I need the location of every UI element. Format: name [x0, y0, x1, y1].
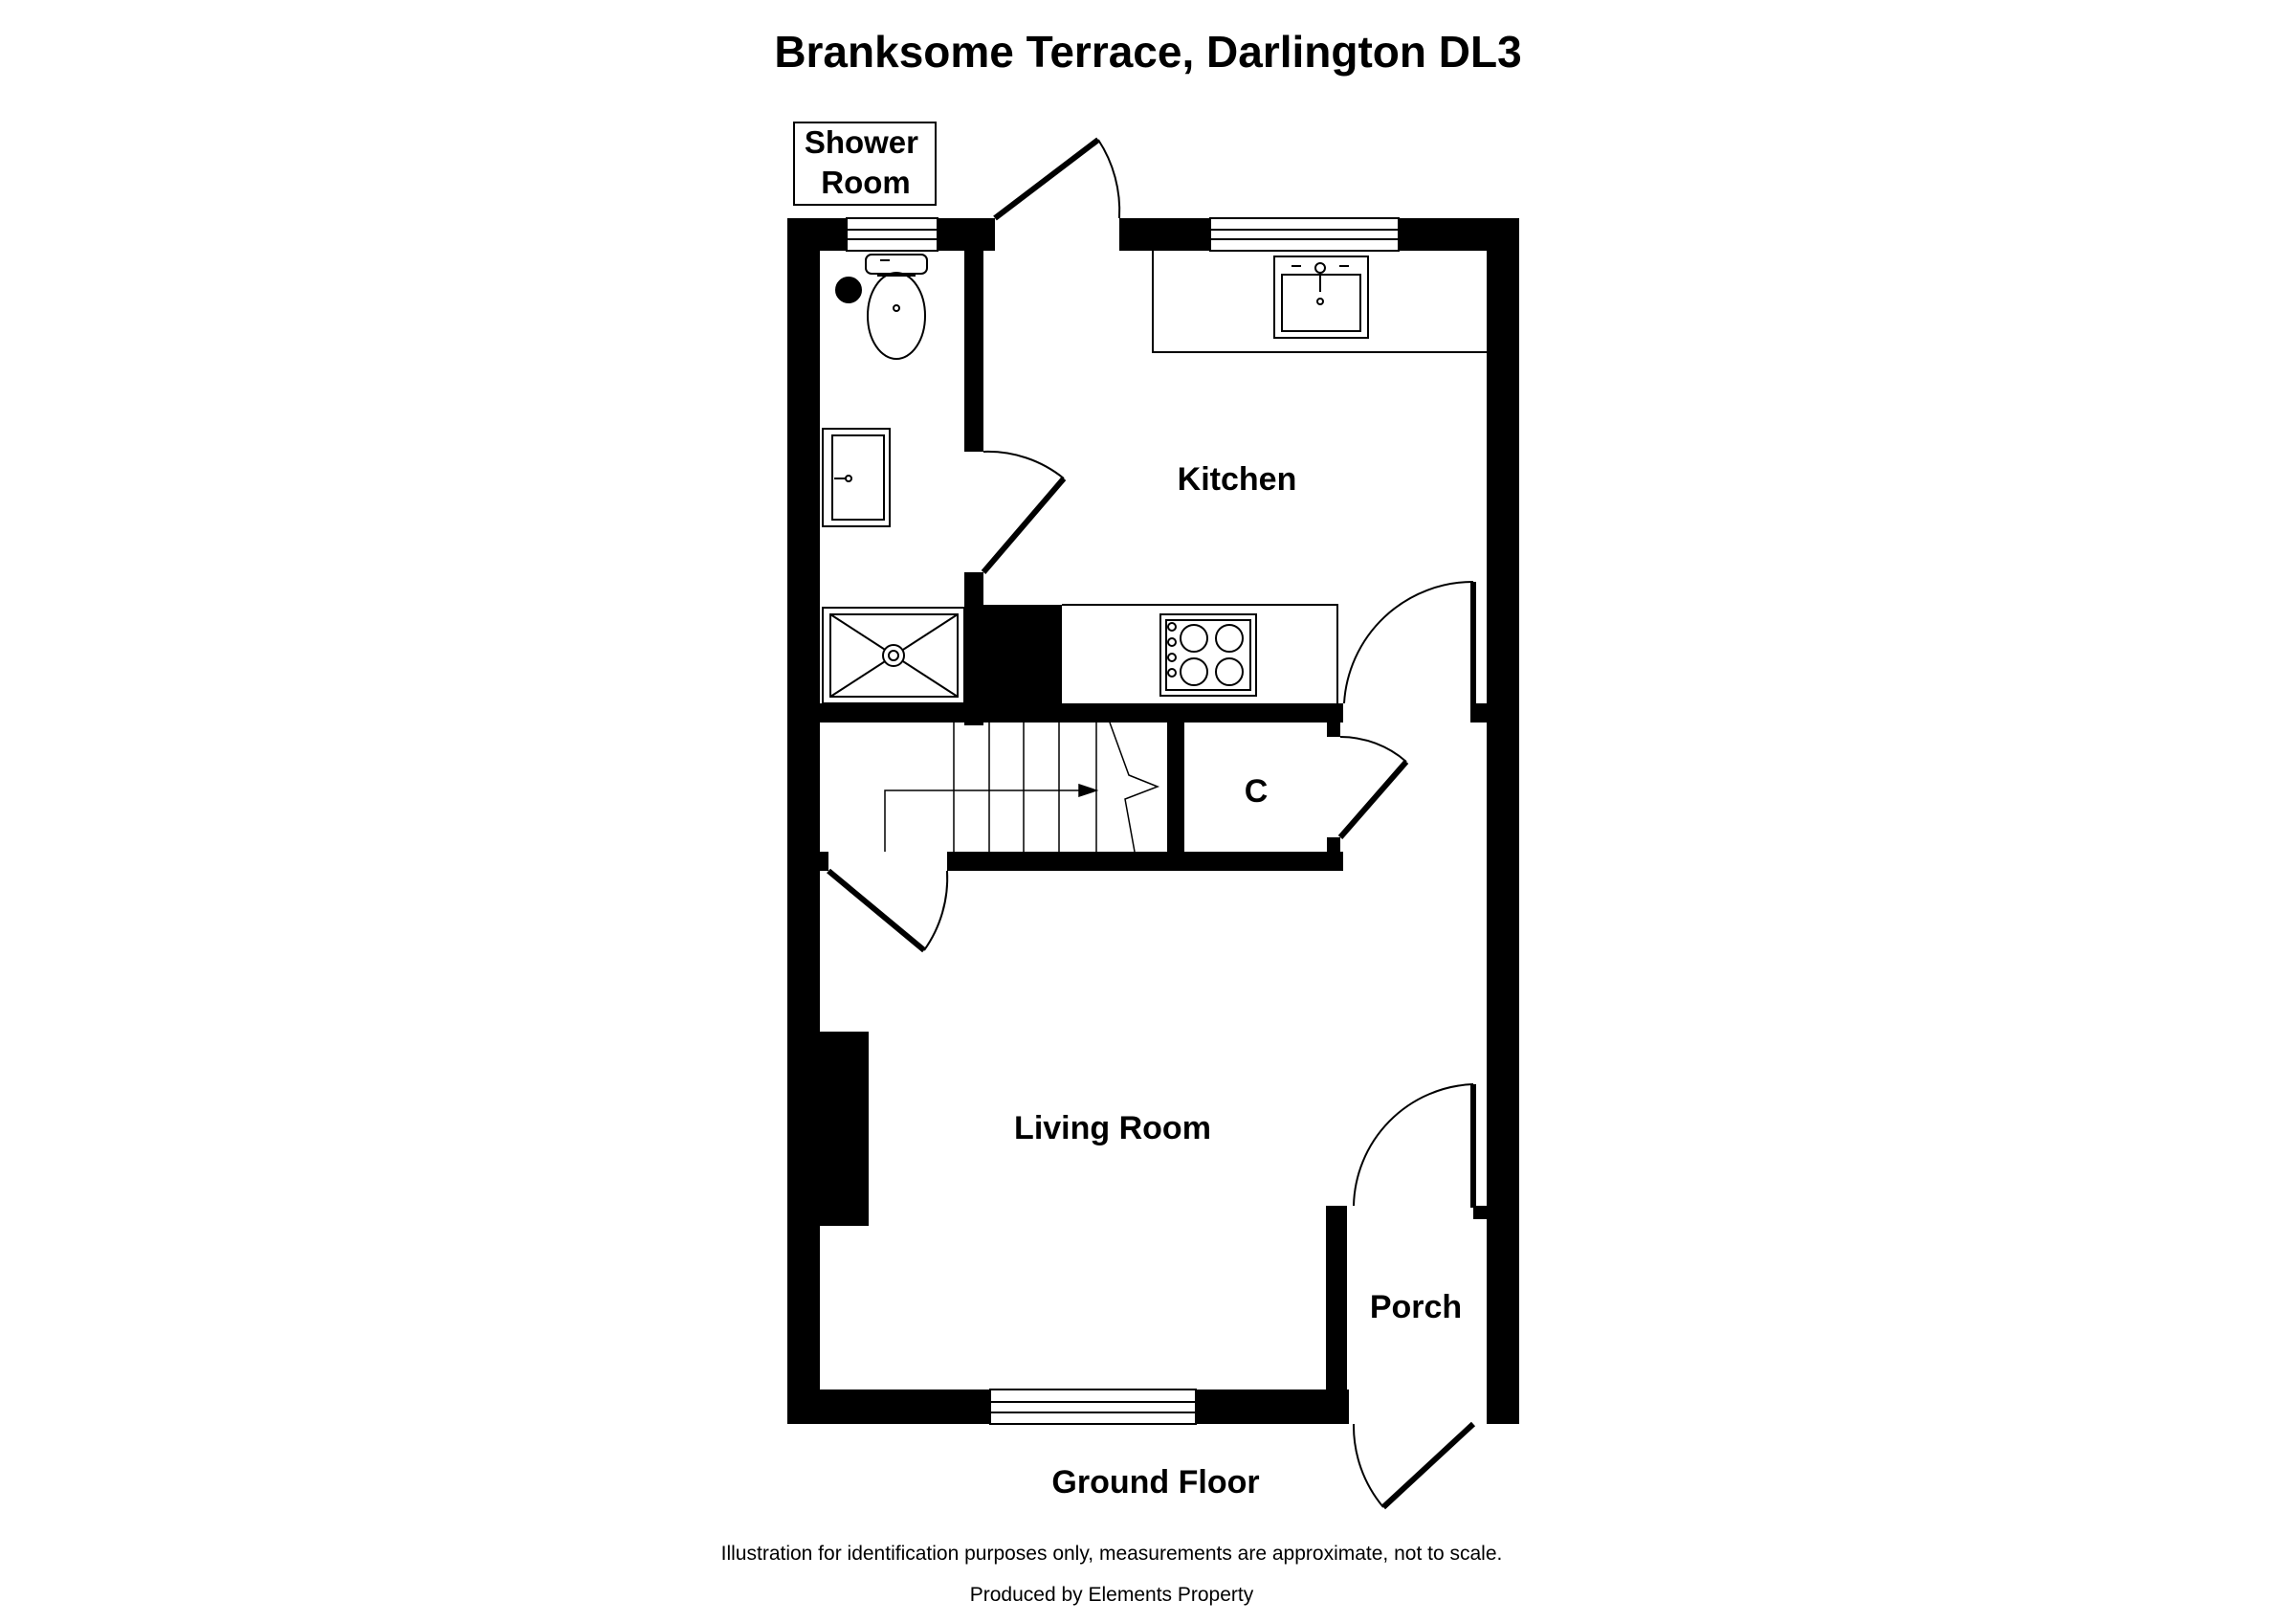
- worktop-lower: [1062, 604, 1338, 703]
- room-label-living: Living Room: [1014, 1110, 1211, 1146]
- top-wall-shower-right: [938, 218, 995, 251]
- worktop-top: [1152, 251, 1487, 353]
- room-label-shower: Shower Room: [805, 124, 927, 200]
- window-shower: [846, 217, 938, 252]
- fixtures: [822, 251, 1487, 853]
- cupboard-door-jamb: [1327, 837, 1340, 871]
- door-living-porch: [1353, 1083, 1476, 1208]
- chimney-breast-kitchen: [983, 605, 1062, 703]
- chimney-breast-living: [820, 1032, 869, 1226]
- window-kitchen: [1209, 217, 1400, 252]
- room-label-porch: Porch: [1370, 1289, 1462, 1325]
- cupboard-left-wall: [1167, 723, 1184, 852]
- hob-icon: [1159, 613, 1257, 697]
- door-kitchen-hall: [1343, 580, 1476, 723]
- porch-left-wall: [1326, 1206, 1347, 1424]
- shower-partition-lower: [964, 572, 983, 725]
- right-wall: [1487, 218, 1519, 1424]
- stairs-bottom-wall-stub: [820, 852, 828, 871]
- kitchen-stairs-wall-end: [1327, 703, 1340, 737]
- door-under-stairs: [827, 868, 949, 953]
- walls: [787, 218, 1519, 1424]
- room-label-kitchen: Kitchen: [1178, 461, 1297, 498]
- door-cupboard: [1337, 736, 1409, 839]
- toilet-icon: [865, 254, 928, 360]
- kitchen-stairs-wall: [820, 703, 1343, 723]
- soil-pipe-icon: [835, 277, 862, 303]
- doors: [827, 137, 1476, 1510]
- porch-jamb-right: [1473, 1206, 1492, 1219]
- bottom-wall-right: [1196, 1390, 1349, 1424]
- disclaimer-text: Illustration for identification purposes…: [721, 1543, 1503, 1565]
- top-wall-kitchen-left: [1119, 218, 1210, 251]
- sink-icon: [1273, 256, 1369, 339]
- stairs-bottom-wall: [947, 852, 1343, 871]
- door-shower-room: [981, 450, 1067, 574]
- stairs-icon: [884, 722, 1171, 853]
- shower-label-box: [793, 122, 937, 206]
- top-wall-kitchen-right: [1399, 218, 1519, 251]
- room-label-cupboard: C: [1245, 773, 1269, 810]
- left-wall: [787, 218, 820, 1424]
- shower-tray-icon: [822, 607, 965, 704]
- door-back: [993, 137, 1121, 221]
- plan-title: Branksome Terrace, Darlington DL3: [774, 27, 1521, 77]
- windows: [846, 217, 1400, 1425]
- basin-icon: [822, 428, 891, 527]
- shower-label-line2: Room: [821, 165, 911, 200]
- shower-label-line1: Shower: [805, 124, 918, 160]
- top-wall-left: [787, 218, 847, 251]
- window-living: [989, 1389, 1197, 1425]
- produced-by-text: Produced by Elements Property: [970, 1584, 1254, 1606]
- bottom-wall-left: [787, 1390, 990, 1424]
- shower-partition-upper: [964, 251, 983, 452]
- floor-label: Ground Floor: [1051, 1464, 1259, 1501]
- porch-jamb-top: [1326, 1206, 1347, 1219]
- right-wall-jamb: [1473, 703, 1487, 723]
- door-front: [1352, 1421, 1476, 1510]
